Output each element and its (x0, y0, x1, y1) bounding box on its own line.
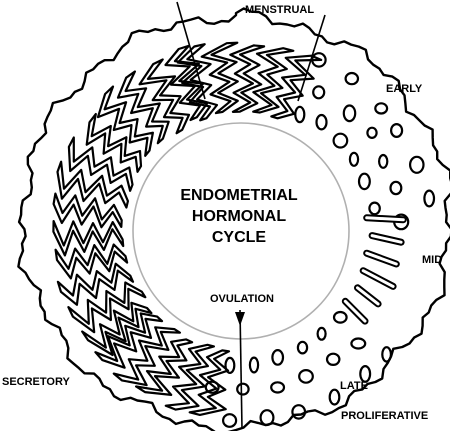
tortuous-gland (188, 349, 231, 416)
round-gland (294, 105, 306, 124)
tubular-gland-lumen (361, 269, 395, 288)
tortuous-gland (176, 43, 219, 122)
round-gland (357, 172, 371, 191)
round-gland (366, 126, 378, 140)
tortuous-gland (52, 192, 123, 229)
tortuous-gland (229, 44, 266, 113)
tortuous-gland (200, 41, 239, 115)
tortuous-gland (56, 262, 135, 306)
tortuous-gland (56, 160, 129, 209)
round-gland (350, 337, 367, 350)
round-gland (298, 369, 314, 384)
round-gland (423, 189, 436, 208)
tortuous-gland (135, 338, 194, 396)
label-menstrual: MENSTRUAL (245, 4, 314, 16)
tortuous-gland (112, 326, 181, 387)
center-title-line-3: CYCLE (212, 229, 267, 246)
round-gland (390, 122, 404, 138)
tortuous-gland (164, 343, 215, 411)
secretory-glands (52, 41, 323, 416)
round-gland (408, 155, 425, 174)
label-secretory: SECRETORY (2, 376, 71, 388)
round-gland (271, 349, 285, 366)
round-gland (332, 132, 349, 149)
tortuous-gland (252, 47, 295, 114)
round-gland (381, 346, 393, 363)
round-gland (316, 326, 327, 341)
label-ovulation: OVULATION (210, 293, 274, 305)
round-gland (270, 381, 286, 394)
tubular-gland-lumen (370, 234, 403, 244)
round-gland (248, 356, 260, 374)
round-gland (342, 104, 357, 123)
ovulation-line (239, 309, 243, 430)
label-mid: MID (422, 254, 442, 266)
menstrual-left-divider (176, 1, 206, 100)
round-gland (332, 310, 348, 324)
round-gland (236, 382, 250, 396)
round-gland (259, 409, 275, 427)
label-early: EARLY (386, 83, 423, 95)
tortuous-gland (96, 85, 154, 157)
round-gland (368, 201, 381, 216)
tortuous-gland (270, 54, 323, 120)
round-gland (359, 365, 372, 383)
tubular-gland-lumen (365, 251, 398, 266)
round-gland (291, 404, 307, 420)
round-gland (222, 413, 238, 428)
round-gland (311, 52, 327, 68)
round-gland (344, 71, 360, 86)
tubular-gland-lumen (343, 299, 367, 323)
label-proliferative: PROLIFERATIVE (341, 410, 428, 422)
tortuous-gland (67, 136, 134, 192)
tortuous-gland (94, 312, 164, 369)
label-late: LATE (340, 380, 368, 392)
round-gland (315, 113, 328, 131)
round-gland (224, 356, 236, 374)
round-gland (296, 340, 309, 355)
round-gland (328, 388, 341, 406)
round-gland (204, 380, 220, 394)
tortuous-gland (52, 220, 125, 257)
round-gland (374, 102, 389, 115)
tortuous-gland (85, 112, 143, 173)
round-gland (312, 85, 326, 100)
round-gland (389, 180, 403, 196)
round-gland (348, 151, 360, 167)
round-gland (378, 153, 389, 169)
tortuous-gland (81, 301, 153, 357)
mid-proliferative-tubular-glands (341, 214, 407, 325)
center-title-line-2: HORMONAL (192, 208, 286, 225)
proliferative-glands (204, 52, 436, 428)
center-title-line-1: ENDOMETRIAL (180, 187, 298, 204)
tortuous-gland (116, 70, 170, 145)
menstrual-right-divider (297, 14, 326, 102)
tortuous-gland (67, 281, 147, 334)
tubular-gland-lumen (365, 216, 405, 222)
tortuous-gland (54, 243, 129, 280)
tortuous-gland (138, 58, 191, 135)
round-gland (325, 352, 341, 366)
tubular-gland-lumen (356, 286, 380, 306)
ovulation-arrowhead (235, 312, 245, 326)
